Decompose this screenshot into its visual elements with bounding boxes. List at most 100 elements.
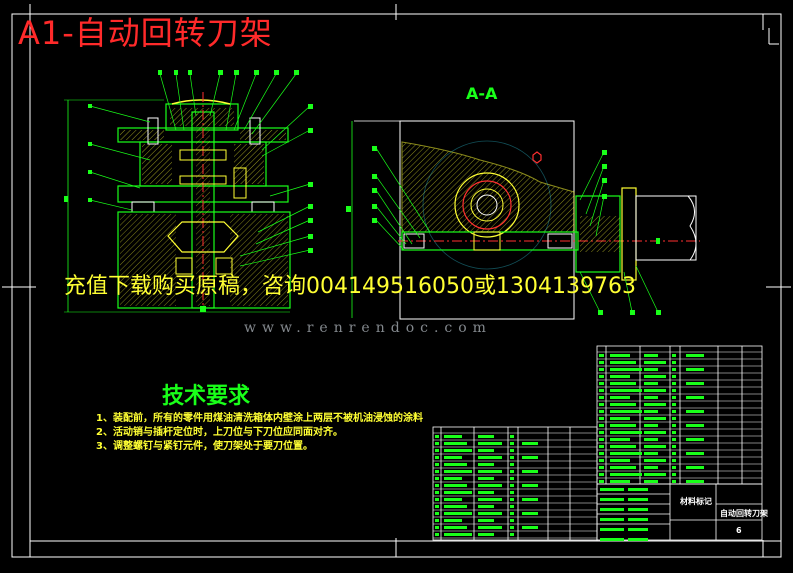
table-cell-entry — [435, 512, 439, 515]
table-cell-entry — [600, 538, 624, 541]
table-cell-entry — [672, 459, 676, 462]
table-cell-entry — [672, 382, 676, 385]
table-cell-entry — [686, 466, 704, 469]
table-cell-entry — [599, 466, 604, 469]
table-cell-entry — [686, 480, 704, 483]
table-cell-entry — [510, 519, 514, 522]
table-cell-entry — [522, 456, 538, 459]
table-cell-entry — [686, 452, 704, 455]
table-cell-entry — [522, 498, 538, 501]
table-cell-entry — [444, 470, 472, 473]
table-cell-entry — [522, 512, 538, 515]
table-cell-entry — [599, 424, 604, 427]
inner-frame — [29, 13, 782, 542]
table-cell-entry — [478, 463, 494, 466]
table-cell-entry — [628, 508, 648, 511]
table-cell-entry — [510, 435, 514, 438]
table-cell-entry — [599, 368, 604, 371]
table-cell-entry — [610, 403, 636, 406]
table-cell-entry — [672, 466, 676, 469]
table-cell-entry — [610, 354, 630, 357]
table-cell-entry — [644, 375, 666, 378]
table-cell-entry — [444, 449, 472, 452]
table-cell-entry — [610, 466, 636, 469]
corner-ticks — [768, 28, 779, 45]
tech-requirement-item: 3、调整螺钉与紧钉元件，使刀架处于要刀位置。 — [96, 441, 313, 452]
table-cell-entry — [510, 491, 514, 494]
table-cell-entry — [435, 477, 439, 480]
section-label-aa: A-A — [466, 84, 498, 103]
table-cell-entry — [610, 361, 636, 364]
table-cell-entry — [444, 435, 462, 438]
table-cell-entry — [610, 438, 630, 441]
table-cell-entry — [599, 473, 604, 476]
table-cell-entry — [444, 533, 472, 536]
table-cell-entry — [444, 519, 462, 522]
table-cell-entry — [510, 477, 514, 480]
table-cell-entry — [672, 375, 676, 378]
table-cell-entry — [610, 431, 642, 434]
table-cell-entry — [672, 361, 676, 364]
table-cell-entry — [435, 470, 439, 473]
table-cell-entry — [599, 403, 604, 406]
tech-requirement-item: 1、装配前，所有的零件用煤油清洗箱体内壁涂上两层不被机油浸蚀的涂料 — [96, 413, 423, 424]
table-cell-entry — [510, 463, 514, 466]
table-cell-entry — [435, 498, 439, 501]
table-cell-entry — [510, 526, 514, 529]
table-cell-entry — [478, 519, 494, 522]
table-cell-entry — [644, 403, 666, 406]
table-cell-entry — [478, 505, 494, 508]
table-cell-entry — [478, 498, 502, 501]
table-cell-entry — [610, 396, 630, 399]
table-cell-entry — [644, 459, 666, 462]
table-cell-entry — [644, 445, 666, 448]
tech-requirements-list: 1、装配前，所有的零件用煤油清洗箱体内壁涂上两层不被机油浸蚀的涂料 2、活动销与… — [96, 412, 423, 454]
table-cell-entry — [444, 526, 467, 529]
table-cell-entry — [444, 456, 462, 459]
table-cell-entry — [599, 431, 604, 434]
table-cell-entry — [444, 512, 472, 515]
table-cell-entry — [510, 498, 514, 501]
table-cell-entry — [686, 382, 704, 385]
table-cell-entry — [510, 484, 514, 487]
table-cell-entry — [600, 498, 624, 501]
table-cell-entry — [672, 417, 676, 420]
table-cell-entry — [435, 463, 439, 466]
table-cell-entry — [672, 424, 676, 427]
table-cell-entry — [644, 466, 658, 469]
centering-marks — [2, 4, 791, 557]
table-cell-entry — [435, 442, 439, 445]
table-cell-entry — [435, 526, 439, 529]
table-cell-entry — [435, 533, 439, 536]
table-cell-entry — [510, 512, 514, 515]
table-cell-entry — [435, 484, 439, 487]
table-cell-entry — [644, 410, 658, 413]
table-cell-entry — [435, 449, 439, 452]
table-cell-entry — [672, 452, 676, 455]
table-cell-entry — [599, 375, 604, 378]
table-cell-entry — [628, 528, 648, 531]
table-cell-entry — [644, 382, 658, 385]
table-cell-entry — [600, 518, 624, 521]
table-cell-entry — [444, 477, 462, 480]
table-cell-entry — [522, 526, 538, 529]
material-label: 材料标记 — [680, 497, 712, 506]
table-cell-entry — [672, 438, 676, 441]
table-cell-entry — [444, 463, 467, 466]
tech-requirements-title: 技术要求 — [162, 383, 251, 409]
table-cell-entry — [628, 488, 648, 491]
table-cell-entry — [610, 445, 636, 448]
table-cell-entry — [435, 435, 439, 438]
table-cell-entry — [686, 410, 704, 413]
table-cell-entry — [644, 361, 666, 364]
table-cell-entry — [599, 382, 604, 385]
table-cell-entry — [435, 491, 439, 494]
table-cell-entry — [599, 410, 604, 413]
table-cell-entry — [599, 389, 604, 392]
table-cell-entry — [444, 491, 472, 494]
table-cell-entry — [610, 480, 630, 483]
table-cell-entry — [686, 424, 704, 427]
table-cell-entry — [672, 368, 676, 371]
table-cell-entry — [522, 442, 538, 445]
